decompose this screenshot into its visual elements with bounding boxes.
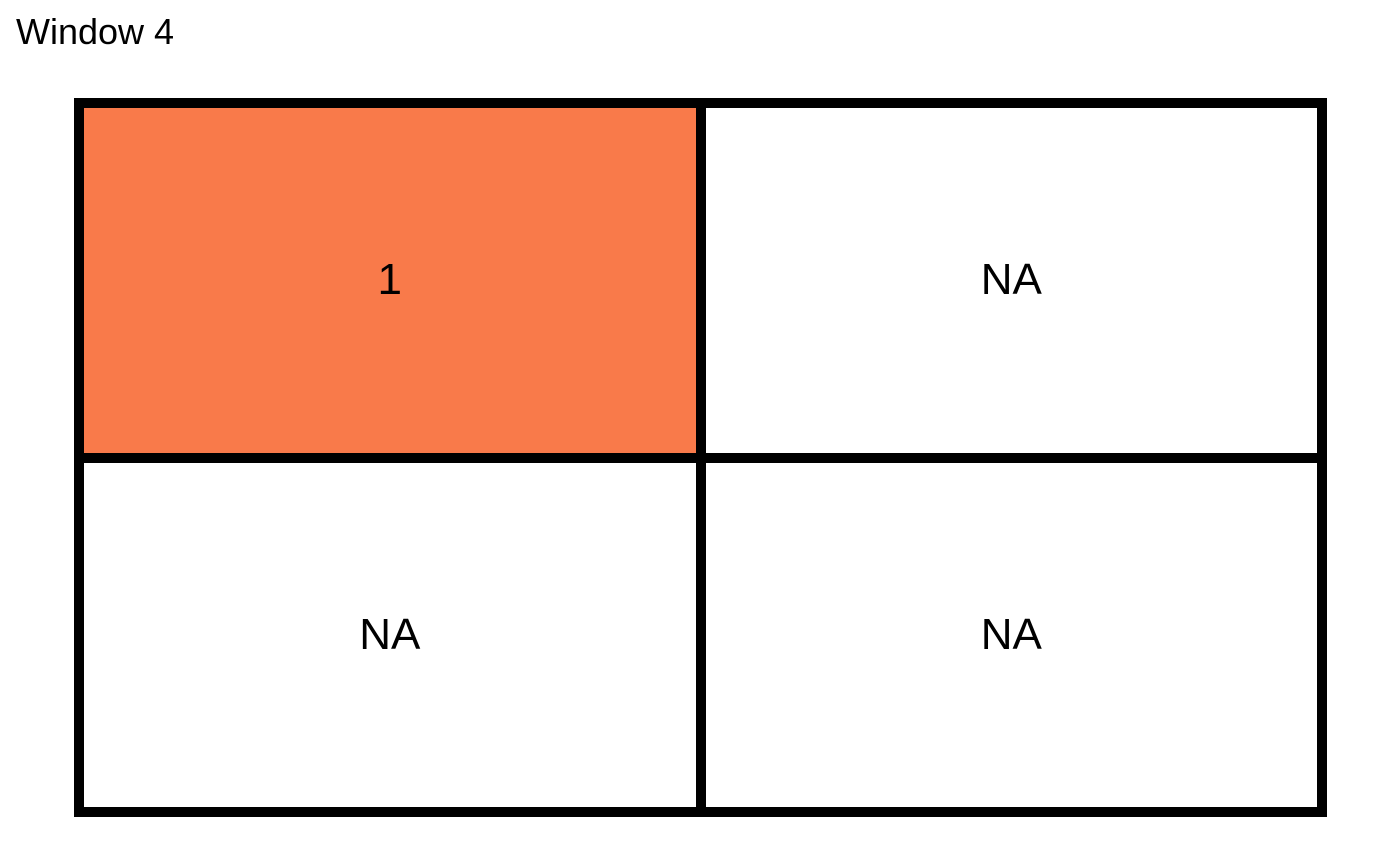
grid-cell-bottom-left: NA: [84, 457, 701, 807]
grid-cell-label: NA: [359, 609, 421, 659]
window-grid: 1 NA NA NA: [74, 98, 1327, 817]
grid-cell-label: NA: [980, 255, 1042, 305]
grid-cell-top-left: 1: [84, 108, 701, 458]
grid-cell-label: 1: [377, 255, 402, 305]
grid-cell-bottom-right: NA: [700, 457, 1317, 807]
grid-cell-top-right: NA: [700, 108, 1317, 458]
grid-cell-label: NA: [980, 609, 1042, 659]
window-title: Window 4: [16, 11, 175, 52]
